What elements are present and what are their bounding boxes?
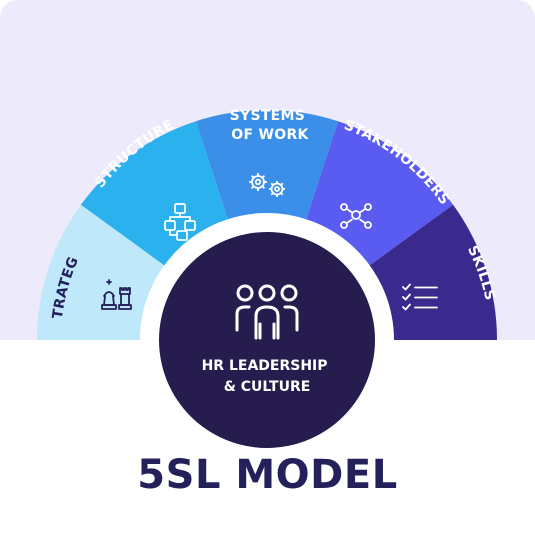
center-circle[interactable]: [159, 232, 375, 448]
chess-pieces-icon: [101, 279, 132, 310]
gears-icon: [249, 173, 285, 197]
segment-label-systems-of-work: SYSTEMS OF WORK: [230, 108, 311, 143]
center-label: HR LEADERSHIP & CULTURE: [202, 358, 333, 395]
network-icon: [340, 203, 372, 229]
model-title: 5SL MODEL: [137, 452, 398, 498]
team-people-icon: [235, 284, 299, 340]
checklist-icon: [402, 283, 438, 311]
org-chart-icon: [164, 203, 196, 241]
wedge-systems-of-work[interactable]: [195, 110, 339, 245]
segment-label-strategy: STRATEGY: [0, 0, 82, 320]
